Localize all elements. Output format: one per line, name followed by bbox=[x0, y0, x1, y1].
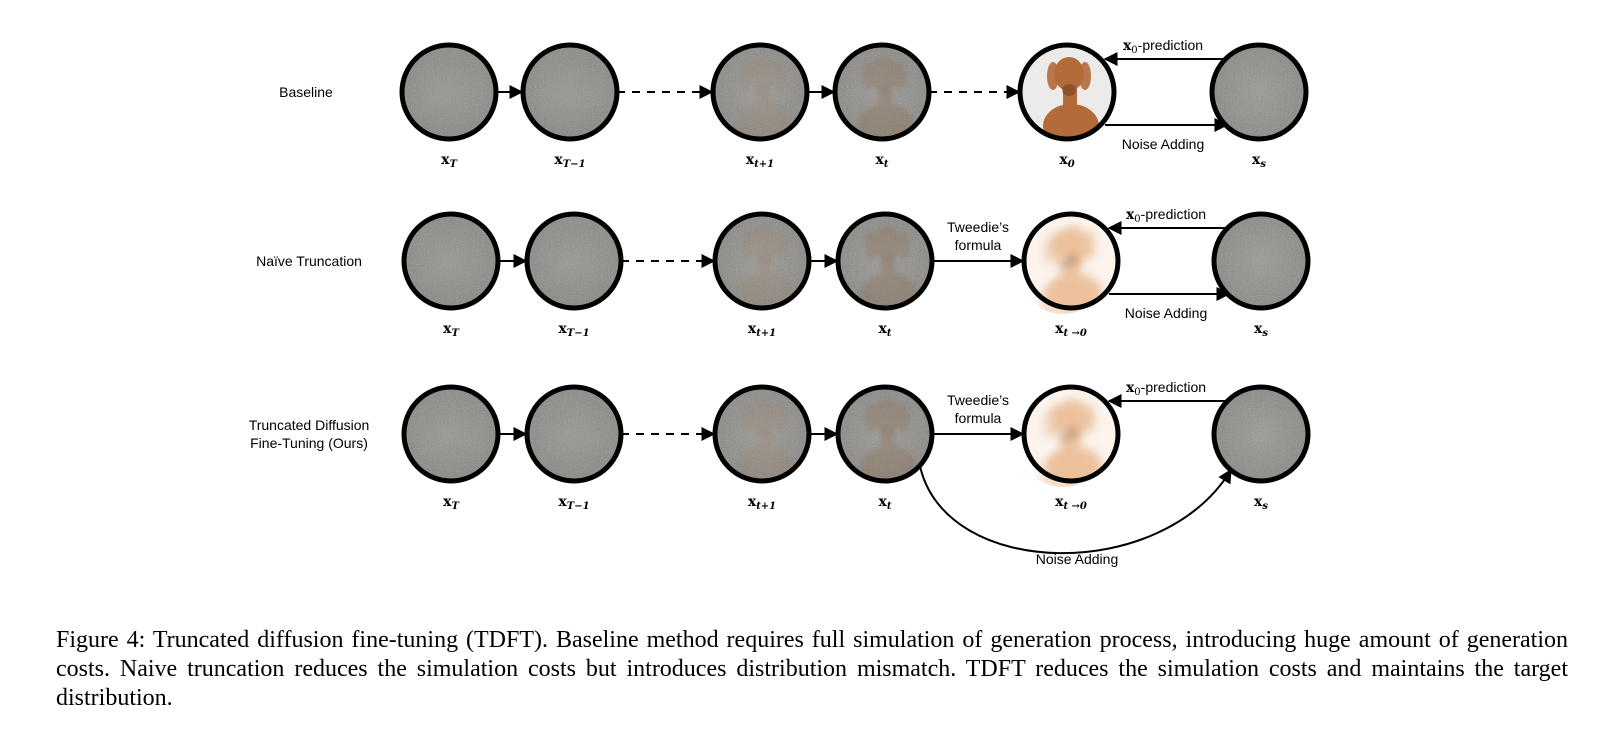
node-label: xT bbox=[443, 494, 460, 512]
node-border bbox=[399, 42, 499, 142]
prediction-label: x0-prediction bbox=[1126, 206, 1206, 225]
image-node bbox=[710, 42, 810, 142]
image-node bbox=[712, 211, 812, 311]
node-label: xT−1 bbox=[558, 321, 589, 339]
node-border bbox=[524, 384, 624, 484]
tweedie-label: formula bbox=[955, 237, 1002, 253]
image-node bbox=[1211, 384, 1311, 484]
node-border bbox=[1017, 42, 1117, 142]
node-label: xt+1 bbox=[746, 152, 774, 170]
figure-caption: Figure 4: Truncated diffusion fine-tunin… bbox=[56, 627, 1568, 711]
image-node bbox=[1021, 211, 1121, 314]
noise-label: Noise Adding bbox=[1125, 305, 1208, 321]
image-node bbox=[1209, 42, 1309, 142]
node-border bbox=[401, 211, 501, 311]
row-label: Naïve Truncation bbox=[256, 253, 362, 269]
image-node bbox=[399, 42, 499, 142]
diagram-row: Naïve Truncation Tweedie’s formula x0-predi… bbox=[256, 206, 1311, 339]
node-label: xt+1 bbox=[748, 494, 776, 512]
node-border bbox=[401, 384, 501, 484]
node-border bbox=[1021, 211, 1121, 311]
noise-curve-arrow bbox=[919, 465, 1232, 555]
tweedie-label: Tweedie’s bbox=[947, 219, 1009, 235]
node-border bbox=[1021, 384, 1121, 484]
row-label: Fine-Tuning (Ours) bbox=[250, 435, 368, 451]
row-label: Baseline bbox=[279, 84, 333, 100]
prediction-label: x0-prediction bbox=[1126, 379, 1206, 398]
image-node bbox=[401, 211, 501, 311]
noise-label: Noise Adding bbox=[1122, 136, 1205, 152]
image-node bbox=[524, 384, 624, 484]
node-label: xs bbox=[1252, 152, 1266, 170]
node-label: xT bbox=[441, 152, 458, 170]
node-border bbox=[1211, 384, 1311, 484]
node-border bbox=[1211, 211, 1311, 311]
node-border bbox=[832, 42, 932, 142]
node-label: xt bbox=[879, 494, 892, 512]
image-node bbox=[1017, 42, 1117, 142]
prediction-label: x0-prediction bbox=[1123, 37, 1203, 56]
node-label: xs bbox=[1254, 494, 1268, 512]
node-label: xt+1 bbox=[748, 321, 776, 339]
node-label: xT−1 bbox=[554, 152, 585, 170]
image-node bbox=[401, 384, 501, 484]
node-label: xT−1 bbox=[558, 494, 589, 512]
node-label: x0 bbox=[1059, 152, 1074, 170]
image-node bbox=[1021, 384, 1121, 487]
node-border bbox=[835, 211, 935, 311]
image-node bbox=[1211, 211, 1311, 311]
node-border bbox=[520, 42, 620, 142]
image-node bbox=[832, 42, 932, 142]
node-border bbox=[835, 384, 935, 484]
node-border bbox=[524, 211, 624, 311]
node-label: xs bbox=[1254, 321, 1268, 339]
image-node bbox=[835, 384, 935, 484]
image-node bbox=[712, 384, 812, 484]
node-label: xt →0 bbox=[1055, 494, 1087, 512]
tweedie-label: formula bbox=[955, 410, 1002, 426]
row-label: Truncated Diffusion bbox=[249, 417, 370, 433]
image-node bbox=[520, 42, 620, 142]
node-border bbox=[1209, 42, 1309, 142]
tweedie-label: Tweedie’s bbox=[947, 392, 1009, 408]
node-label: xt →0 bbox=[1055, 321, 1087, 339]
node-label: xt bbox=[879, 321, 892, 339]
image-node bbox=[524, 211, 624, 311]
node-border bbox=[712, 211, 812, 311]
image-node bbox=[835, 211, 935, 311]
node-border bbox=[710, 42, 810, 142]
node-label: xt bbox=[876, 152, 889, 170]
node-label: xT bbox=[443, 321, 460, 339]
node-border bbox=[712, 384, 812, 484]
noise-label: Noise Adding bbox=[1036, 551, 1119, 567]
